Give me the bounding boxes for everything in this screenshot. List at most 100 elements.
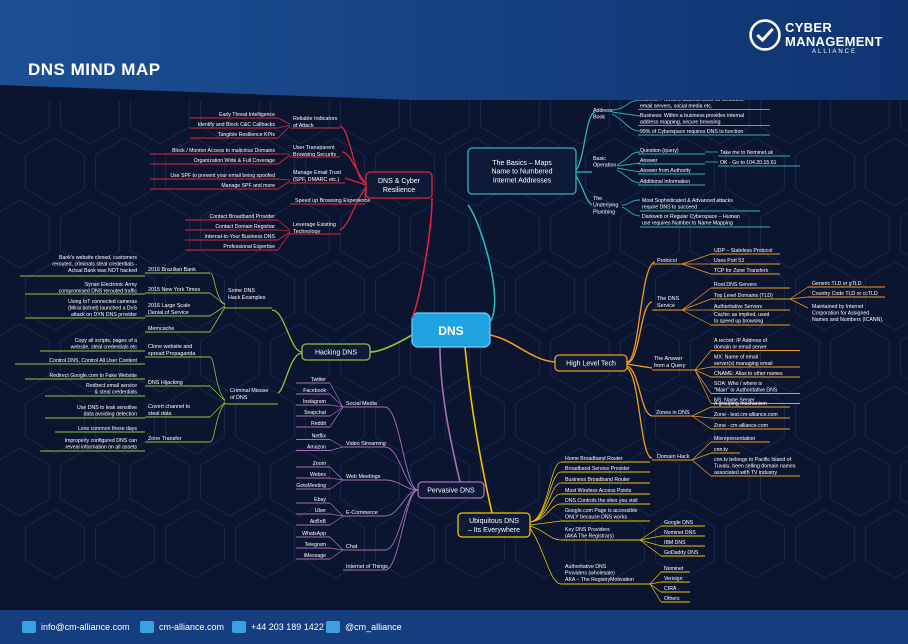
hexagon-shape: [305, 509, 365, 579]
ubiquitous-key: Key DNS Providers(AKA The Registrars): [565, 527, 614, 540]
hexagon-shape: [95, 261, 155, 331]
key-item-nominet-dns: Nominet DNS: [664, 530, 696, 536]
branch-connector: [384, 479, 419, 491]
existing-item-0: Contact Broadband Provider: [210, 214, 276, 220]
hexagon-shape: [165, 509, 225, 579]
footer-twitter[interactable]: @cm_alliance: [326, 621, 402, 633]
hexagon-shape: [690, 199, 750, 269]
example-item-4: Memcache: [148, 326, 174, 332]
branch-connector: [329, 549, 344, 560]
page-title: DNS MIND MAP: [28, 60, 161, 79]
hack-item-0: Misrepresentation: [714, 436, 755, 442]
hexagon-shape: [305, 261, 365, 331]
hexagon-shape: [375, 385, 435, 455]
basics-node[interactable]: [467, 147, 577, 195]
zone-item-2: Zone - cm-alliance.com: [714, 423, 768, 429]
hexagon-shape: [375, 261, 435, 331]
hexagon-shape: [620, 323, 680, 393]
logo-text-line3: ALLIANCE: [812, 49, 858, 55]
ubiquitous-dns-node-label: Ubiquitous DNS– Its Everywhere: [468, 518, 520, 534]
footer-phone[interactable]: +44 203 189 1422: [232, 621, 324, 633]
hexagon-shape: [480, 100, 540, 145]
hexagon-shape: [95, 509, 155, 579]
trust-item-1: Organization Wide & Full Coverage: [194, 158, 275, 164]
pervasive-item-gotomeeting: GotoMeeting: [296, 483, 326, 489]
branch-connector: [691, 415, 712, 419]
branch-connector: [621, 206, 641, 217]
branch-connector: [489, 334, 556, 363]
hexagon-shape: [95, 385, 155, 455]
hexagon-shape: [760, 100, 820, 145]
branch-connector: [329, 382, 344, 408]
branch-connector: [529, 527, 562, 585]
branch-connector: [329, 547, 344, 551]
pervasive-item-zoom: Zoom: [313, 461, 326, 467]
footer-email[interactable]: info@cm-alliance.com: [22, 621, 130, 633]
hexagon-shape: [865, 509, 908, 579]
hexagon-shape: [60, 447, 120, 517]
pervasive-item-twitter: Twitter: [311, 377, 327, 383]
op-right-1: OK - Go to 104.20.15.61: [720, 160, 777, 166]
hack-item-1: cnn.tv: [714, 447, 728, 453]
answer-item-2: CNAME: Alias to other names: [714, 371, 783, 377]
hexagon-shape: [550, 100, 610, 145]
branch-connector: [691, 415, 712, 430]
key-item-ibm-dns: IBM DNS: [664, 540, 686, 546]
branch-connector: [339, 125, 367, 184]
auth-item-nominet: Nominet: [664, 566, 684, 572]
logo-text-line2: MANAGEMENT: [785, 34, 883, 49]
center-node-dns[interactable]: [411, 312, 491, 348]
branch-connector: [329, 513, 344, 517]
branch-connector: [639, 525, 662, 541]
op-item-3: Additional Information: [640, 179, 690, 185]
address-item-0: Internet: Provides address book for webs…: [640, 100, 744, 110]
branch-connector: [271, 309, 303, 353]
pervasive-item-webex: Webex: [310, 472, 326, 478]
hexagon-shape: [235, 261, 295, 331]
branch-connector: [575, 175, 593, 206]
branch-connector: [369, 334, 413, 353]
hexagon-shape: [410, 447, 470, 517]
branch-connector: [621, 199, 641, 206]
pervasive-item-telegram: Telegram: [305, 542, 326, 548]
hexagon-shape: [340, 323, 400, 393]
zone-item-0: A grouping mechanism: [714, 401, 767, 407]
branch-connector: [611, 111, 641, 117]
email-item-0: Use SPF to prevent your email being spoo…: [170, 173, 275, 179]
header-banner: DNS MIND MAP CYBER MANAGEMENT ALLIANCE: [0, 0, 908, 100]
branch-connector: [329, 477, 344, 481]
op-item-2: Answer from Authority: [640, 168, 691, 174]
branch-connector: [329, 439, 344, 448]
hexagon-shape: [165, 137, 225, 207]
hexagon-shape: [25, 509, 85, 579]
branch-connector: [611, 113, 641, 132]
branch-connector: [277, 219, 291, 231]
hexagon-shape: [375, 509, 435, 579]
hexagon-shape: [550, 323, 610, 393]
branch-connector: [616, 167, 641, 173]
branch-connector: [464, 346, 493, 514]
hexagon-shape: [305, 137, 365, 207]
criminal-item-3: Zone Transfer: [148, 436, 182, 442]
hexagon-shape: [60, 323, 120, 393]
footer-website[interactable]: cm-alliance.com: [140, 621, 224, 633]
op-item-1: Answer: [640, 158, 658, 164]
auth-item-cira: CIRA: [664, 586, 677, 592]
hexagon-shape: [235, 385, 295, 455]
branch-connector: [639, 535, 662, 541]
hexagon-shape: [130, 323, 190, 393]
branch-connector: [209, 356, 226, 401]
branch-connector: [626, 365, 653, 417]
hexagon-shape: [200, 100, 260, 145]
pervasive-item-reddit: Reddit: [311, 421, 327, 427]
example-item-0: 2016 Brazilian Bank: [148, 267, 196, 273]
